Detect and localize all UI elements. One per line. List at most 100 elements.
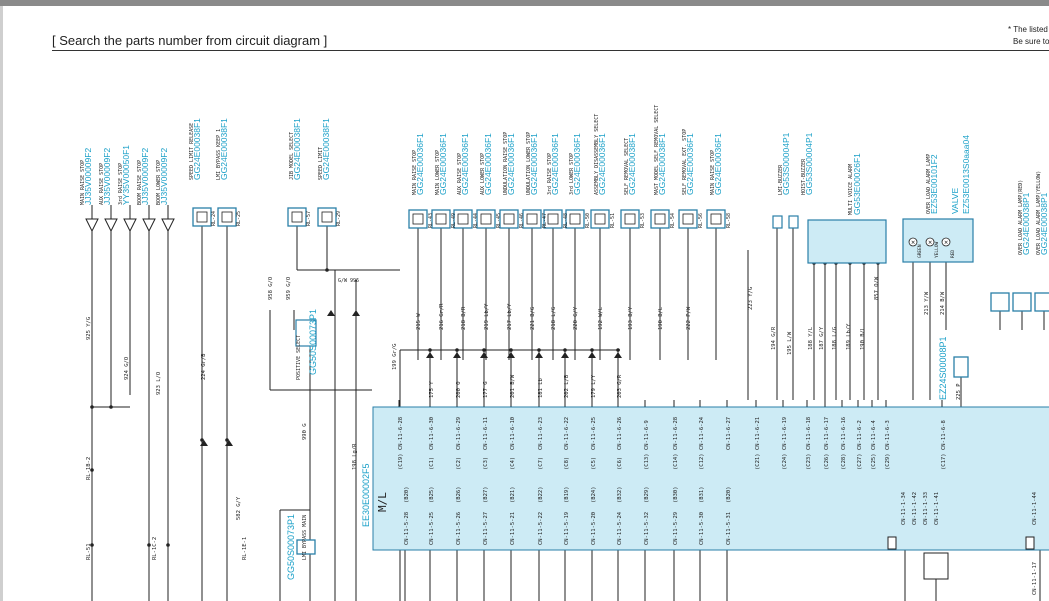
pin-label: (C5)	[591, 457, 597, 470]
wire-label: 216 Gr/R	[439, 303, 445, 330]
relay-label: RL-48	[563, 213, 569, 228]
lamp-icon	[925, 237, 935, 247]
terminal-label: RL-1C-2	[152, 537, 158, 560]
switch-label: SPEED LIMIT RELEASE	[189, 123, 195, 180]
pin-label: (B19)	[564, 486, 570, 503]
connector-label: CN-11-5-32	[644, 512, 650, 545]
relay-icon	[565, 209, 585, 229]
limit-switch-icon	[104, 218, 118, 233]
wire-label: 175 Y	[429, 381, 435, 398]
junction-dot	[147, 543, 151, 547]
relay-icon	[953, 356, 969, 378]
switch-part-number: GG24E00038F1	[292, 118, 302, 180]
switch-label: 3rd RAISE STOP	[118, 163, 124, 205]
connector-label: CN-11-6-4	[871, 420, 877, 450]
wire-label: 222 P/W	[686, 306, 692, 330]
connector-label: CN-11-5-28	[404, 512, 410, 545]
wire-label: 223 Y/G	[748, 287, 754, 310]
pin-label: (C27)	[857, 453, 863, 470]
fuse-icon	[887, 536, 897, 550]
switch-label: BOOM RAISE STOP	[137, 160, 143, 205]
diode-icon	[588, 352, 596, 358]
relay-icon	[408, 209, 428, 229]
parts-layer	[85, 207, 1049, 580]
switch-part-number: JJ35V00009F2	[159, 148, 169, 205]
pin-label: (C14)	[673, 453, 679, 470]
relay-label: RL-51	[610, 213, 616, 228]
connector-label: CN-11-5-21	[510, 512, 516, 545]
relay-icon	[296, 539, 316, 555]
junction-dot	[509, 348, 513, 352]
relay-icon	[522, 209, 542, 229]
relay-label: RL-24	[211, 211, 217, 226]
window-top-strip	[0, 0, 1049, 6]
wire-label: 188 L/G	[832, 327, 838, 350]
pin-label: (C23)	[806, 453, 812, 470]
switch-part-number: JJ35V00009F2	[102, 148, 112, 205]
wire-label: 198 Lg/R	[352, 443, 358, 470]
relay-contact	[480, 213, 492, 225]
connector-label: CN-11-5-25	[429, 512, 435, 545]
relay-icon	[650, 209, 670, 229]
connector-label: CN-11-6-11	[483, 417, 489, 450]
diode-icon	[200, 440, 208, 446]
connector-label: CN-11-6-18	[806, 417, 812, 450]
wire-label: 188 Y/L	[808, 326, 814, 350]
switch-label: UNDULATION LOWER STOP	[526, 132, 532, 195]
switch-label: SELF REMOVAL EXT. STOP	[682, 129, 688, 195]
pin-label: (C25)	[871, 453, 877, 470]
relay-label: RL-47	[542, 213, 548, 228]
relay-contact	[682, 213, 694, 225]
relay-icon	[990, 292, 1010, 312]
diode-icon	[426, 352, 434, 358]
pin-label: (B30)	[673, 486, 679, 503]
pin-label: (B20)	[726, 486, 732, 503]
diode-icon	[352, 310, 360, 316]
connector-label: CN-11-6-21	[755, 417, 761, 450]
wire-label: G/W 996	[338, 278, 359, 284]
connector-label: CN-11-5-31	[726, 512, 732, 545]
switch-part-number: YY35V00050F1	[121, 145, 131, 205]
lamp-icon	[908, 237, 918, 247]
connector-label: CN-11-5-27	[483, 512, 489, 545]
diode-icon	[480, 352, 488, 358]
pin-label: (C6)	[617, 457, 623, 470]
wire-label: 959 G/O	[286, 277, 292, 300]
wire-label: 202 L/B	[564, 374, 570, 398]
wire-label: 189 Lb/Y	[846, 323, 852, 350]
pin-label: (C17)	[941, 453, 947, 470]
relay-contact	[291, 211, 303, 223]
switch-part-number: GG24E00036F1	[483, 133, 493, 195]
wire-label: 195 L/W	[787, 331, 793, 355]
relay-label: RL-54	[670, 213, 676, 228]
switch-label: AUX LOWER STOP	[480, 153, 486, 195]
relay-label: RL-50	[585, 213, 591, 228]
terminal-label: RL-1B-2	[86, 457, 92, 480]
wire-label: 958 G/O	[268, 277, 274, 300]
wire-label: 857 O/W	[874, 276, 880, 300]
terminal-label: RL-51	[86, 543, 92, 560]
relay-label: RL-45	[496, 213, 502, 228]
limit-switch-icon	[85, 218, 99, 233]
connector-label: CN-11-6-22	[564, 417, 570, 450]
relay-contact	[503, 213, 515, 225]
connector-label: CN-11-5-26	[456, 512, 462, 545]
wire-label: 990 G	[302, 423, 308, 440]
wire-label: 181 Lb	[538, 378, 544, 398]
relay-icon	[620, 209, 640, 229]
pin-label: (B32)	[617, 486, 623, 503]
connector-label: CN-11-6-9	[644, 420, 650, 450]
relay-contact	[624, 213, 636, 225]
wire-label: 217 Lb/Y	[507, 303, 513, 330]
connector-label: CN-11-5-24	[617, 511, 623, 545]
relay-part-number: EZ24S00008P1	[938, 336, 948, 400]
pin-label: (B20)	[404, 486, 410, 503]
wire-label: 582 G/Y	[236, 496, 242, 520]
relay-icon	[1012, 292, 1032, 312]
connector-label: CN-11-6-26	[617, 417, 623, 450]
switch-part-number: GG24E00038F1	[192, 118, 202, 180]
switch-part-number: GG24E00036F1	[506, 133, 516, 195]
